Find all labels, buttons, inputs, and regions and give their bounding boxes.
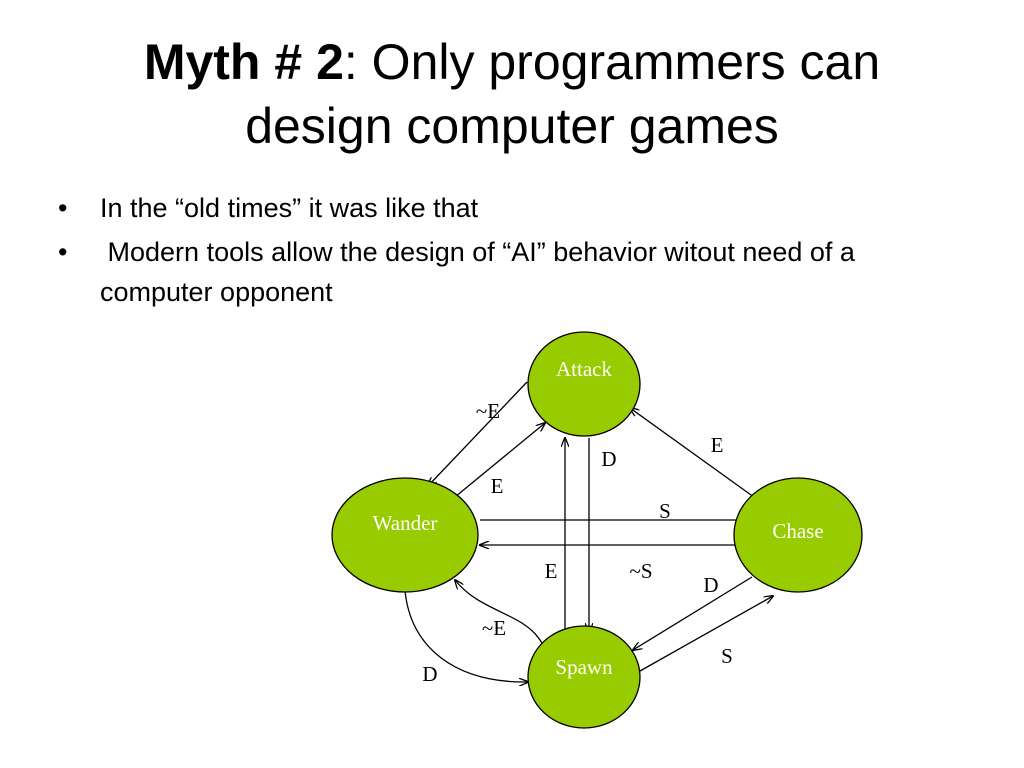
edge-wander-to-attack	[454, 423, 545, 498]
edge-chase-to-spawn	[633, 576, 753, 650]
label-attack-to-spawn: D	[601, 447, 616, 471]
label-chase-to-attack: E	[711, 433, 724, 457]
label-spawn-to-attack: E	[545, 559, 558, 583]
edge-wander-to-spawn	[404, 589, 528, 682]
edge-chase-to-attack	[630, 408, 759, 501]
label-chase-to-spawn: D	[703, 573, 718, 597]
edge-spawn-to-wander	[455, 580, 544, 646]
bullet-text: Modern tools allow the design of “AI” be…	[100, 237, 863, 307]
label-wander-to-spawn: D	[422, 662, 437, 686]
state-spawn-label: Spawn	[555, 655, 613, 679]
title-line-2: design computer games	[245, 98, 779, 154]
label-attack-to-wander: ~E	[476, 399, 500, 423]
edge-attack-to-wander	[428, 381, 528, 486]
label-wander-to-chase: S	[659, 499, 671, 523]
slide-title: Myth # 2: Only programmers can design co…	[0, 30, 1024, 158]
state-wander-label: Wander	[373, 511, 438, 535]
state-spawn: Spawn	[527, 625, 641, 729]
label-wander-to-attack: E	[491, 474, 504, 498]
bullet-item: • In the “old times” it was like that	[58, 188, 958, 228]
label-spawn-to-wander: ~E	[482, 616, 506, 640]
state-chase-label: Chase	[772, 519, 823, 543]
title-bold: Myth # 2	[143, 34, 344, 90]
bullet-marker: •	[58, 237, 68, 267]
state-wander: Wander	[331, 477, 479, 593]
bullet-marker: •	[58, 193, 68, 223]
label-spawn-to-chase: S	[721, 644, 733, 668]
edge-spawn-to-chase	[639, 596, 773, 672]
title-rest: : Only programmers can	[343, 34, 881, 90]
state-attack-label: Attack	[556, 357, 612, 381]
bullet-text: In the “old times” it was like that	[100, 193, 479, 223]
bullet-item: • Modern tools allow the design of “AI” …	[58, 232, 958, 312]
state-chase: Chase	[733, 477, 863, 593]
label-chase-to-wander: ~S	[629, 559, 652, 583]
bullet-list: • In the “old times” it was like that • …	[58, 188, 958, 316]
state-attack: Attack	[527, 331, 641, 437]
